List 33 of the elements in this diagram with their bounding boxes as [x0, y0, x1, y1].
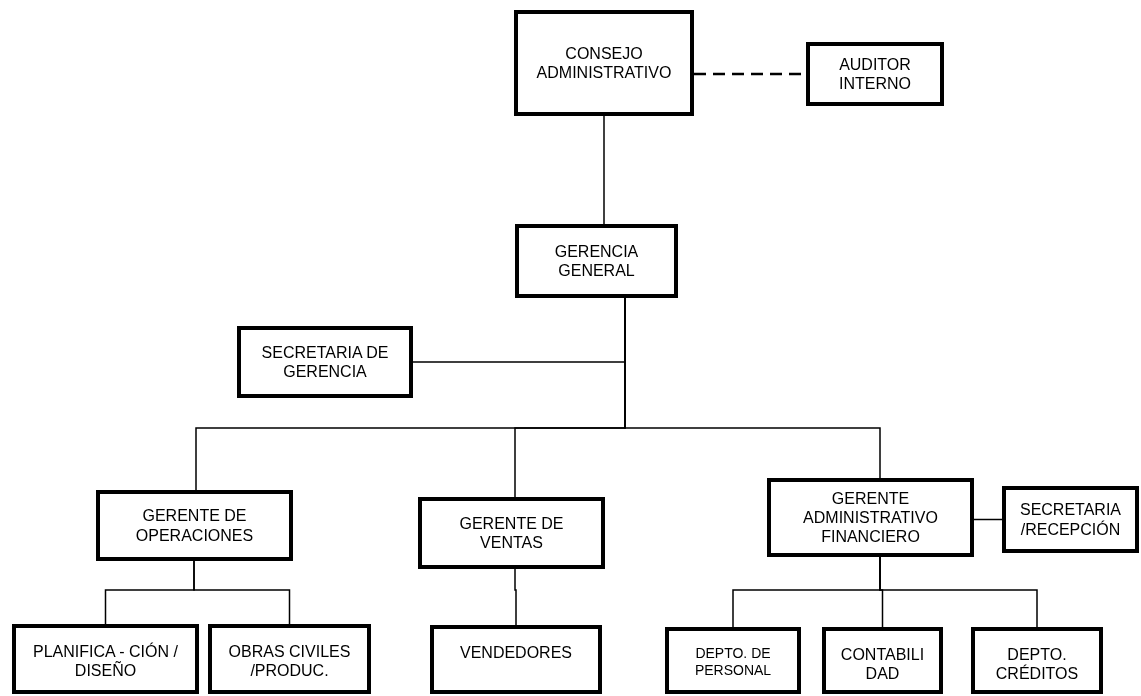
org-box: [12, 624, 199, 694]
org-box: [430, 625, 602, 694]
org-box: [515, 224, 678, 298]
org-box: [767, 478, 974, 557]
box-label: GERENTE DE VENTAS: [458, 513, 565, 553]
box-label: VENDEDORES: [460, 643, 572, 663]
box-label: GERENTE DE OPERACIONES: [134, 506, 255, 545]
box-label: AUDITOR INTERNO: [838, 54, 912, 94]
org-box: [822, 627, 943, 694]
box-label: GERENTE ADMINISTRATIVO FINANCIERO: [802, 488, 939, 547]
connector-line: [973, 518, 1003, 521]
connector-line: [514, 568, 517, 626]
org-box: [1002, 486, 1139, 553]
org-box: [96, 490, 293, 561]
org-box: [971, 627, 1103, 694]
box-label: PLANIFICA - CIÓN / DISEÑO: [32, 642, 179, 681]
connector-line: [603, 115, 605, 225]
box-label: GERENCIA GENERAL: [553, 241, 640, 281]
box-label: OBRAS CIVILES /PRODUC.: [227, 642, 352, 681]
org-box: [208, 624, 371, 694]
box-label: SECRETARIA /RECEPCIÓN: [1018, 500, 1123, 539]
connector-line: [193, 560, 291, 625]
box-label: DEPTO. DE PERSONAL: [693, 645, 773, 679]
box-label: DEPTO. CRÉDITOS: [994, 645, 1080, 684]
org-box: [665, 627, 801, 694]
connector-line: [879, 556, 1038, 628]
org-box: [514, 10, 694, 116]
box-label: CONSEJO ADMINISTRATIVO: [535, 43, 673, 83]
org-box: [418, 497, 605, 569]
box-label: CONTABILI DAD: [839, 645, 926, 684]
org-box: [237, 326, 413, 398]
org-box: [806, 42, 944, 106]
box-label: SECRETARIA DE GERENCIA: [260, 342, 390, 382]
